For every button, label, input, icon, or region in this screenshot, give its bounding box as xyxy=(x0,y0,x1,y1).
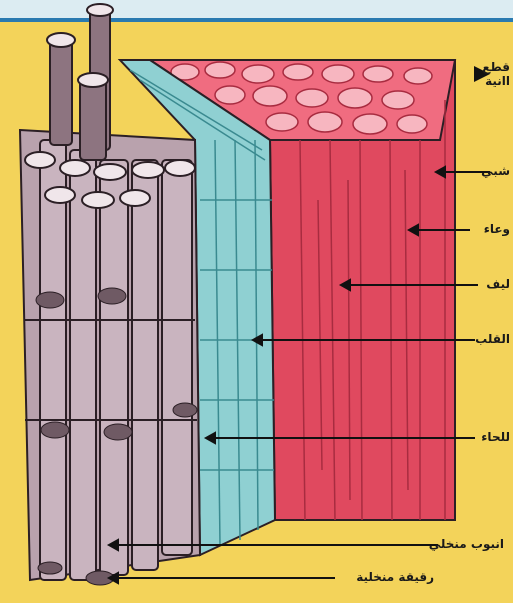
label-sieve-tube: انبوب منخلي xyxy=(412,537,504,551)
label-ray: شبي xyxy=(455,164,510,178)
label-cross-section-line2: اانية xyxy=(440,74,510,88)
label-vessel: وعاء xyxy=(455,222,510,236)
label-heartwood: القلب xyxy=(455,332,510,346)
label-cross-section-line1: قطع xyxy=(440,60,510,74)
label-sieve-plate: رقيقة منخلية xyxy=(338,570,434,584)
label-cross-section: قطع اانية xyxy=(440,60,510,88)
label-fiber: ليف xyxy=(455,277,510,291)
label-bark: للحاء xyxy=(455,430,510,444)
